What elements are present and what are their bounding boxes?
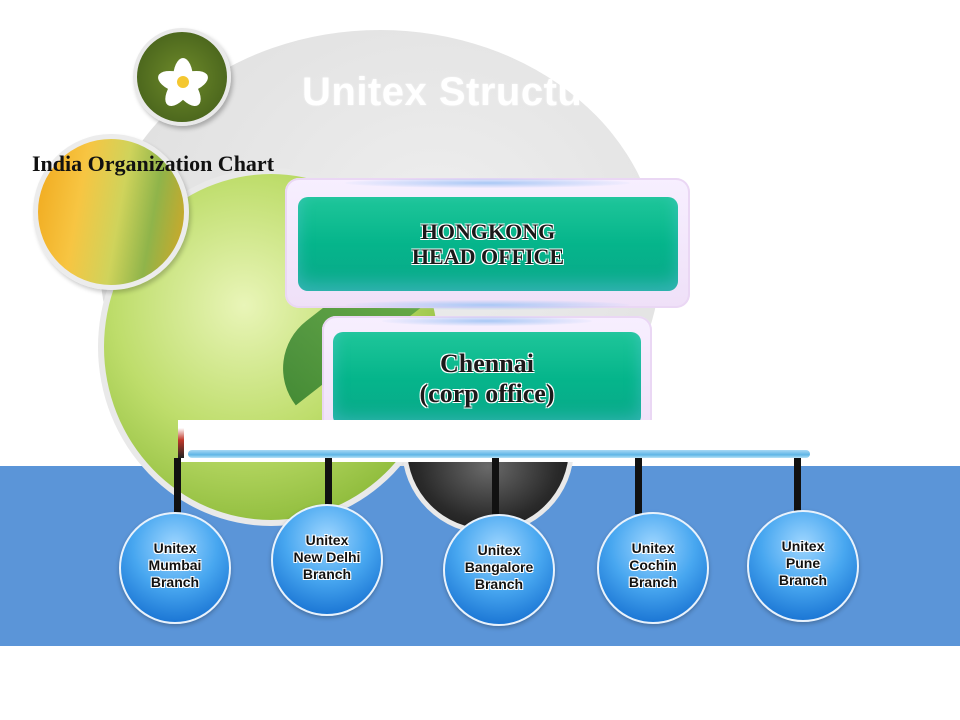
branch-new-delhi: Unitex New Delhi Branch bbox=[271, 504, 383, 616]
connector-line bbox=[188, 450, 810, 458]
connector-stem bbox=[794, 458, 801, 512]
connector-stem bbox=[174, 458, 181, 514]
head-office-box: HONGKONG HEAD OFFICE bbox=[298, 197, 678, 291]
connector-mark bbox=[178, 428, 184, 458]
chart-title: India Organization Chart bbox=[32, 151, 275, 176]
frame-gloss bbox=[345, 300, 630, 310]
frame-gloss bbox=[382, 316, 592, 326]
branch-pune: Unitex Pune Branch bbox=[747, 510, 859, 622]
connector-bar bbox=[178, 420, 810, 462]
connector-stem bbox=[492, 458, 499, 520]
corp-office-line2: (corp office) bbox=[419, 379, 555, 408]
branch-label: Unitex Mumbai Branch bbox=[148, 540, 202, 590]
branch-label: Unitex Bangalore Branch bbox=[464, 542, 534, 592]
flower-center bbox=[177, 76, 189, 88]
branch-cochin: Unitex Cochin Branch bbox=[597, 512, 709, 624]
branch-label: Unitex New Delhi Branch bbox=[293, 532, 361, 582]
branch-label: Unitex Cochin Branch bbox=[628, 540, 678, 590]
corp-office-line1: Chennai bbox=[440, 349, 534, 379]
head-office-line2: HEAD OFFICE bbox=[411, 244, 565, 269]
branch-mumbai: Unitex Mumbai Branch bbox=[119, 512, 231, 624]
connector-stem bbox=[325, 458, 332, 512]
frame-gloss bbox=[345, 178, 630, 188]
background-title: Unitex Structure bbox=[302, 70, 592, 114]
corp-office-box: Chennai (corp office) bbox=[333, 332, 641, 426]
branch-label: Unitex Pune Branch bbox=[778, 538, 828, 588]
tulip-photo-circle bbox=[33, 134, 189, 290]
head-office-line1: HONGKONG bbox=[420, 218, 556, 244]
connector-stem bbox=[635, 458, 642, 514]
flower-photo-circle bbox=[133, 28, 231, 126]
branch-bangalore: Unitex Bangalore Branch bbox=[443, 514, 555, 626]
